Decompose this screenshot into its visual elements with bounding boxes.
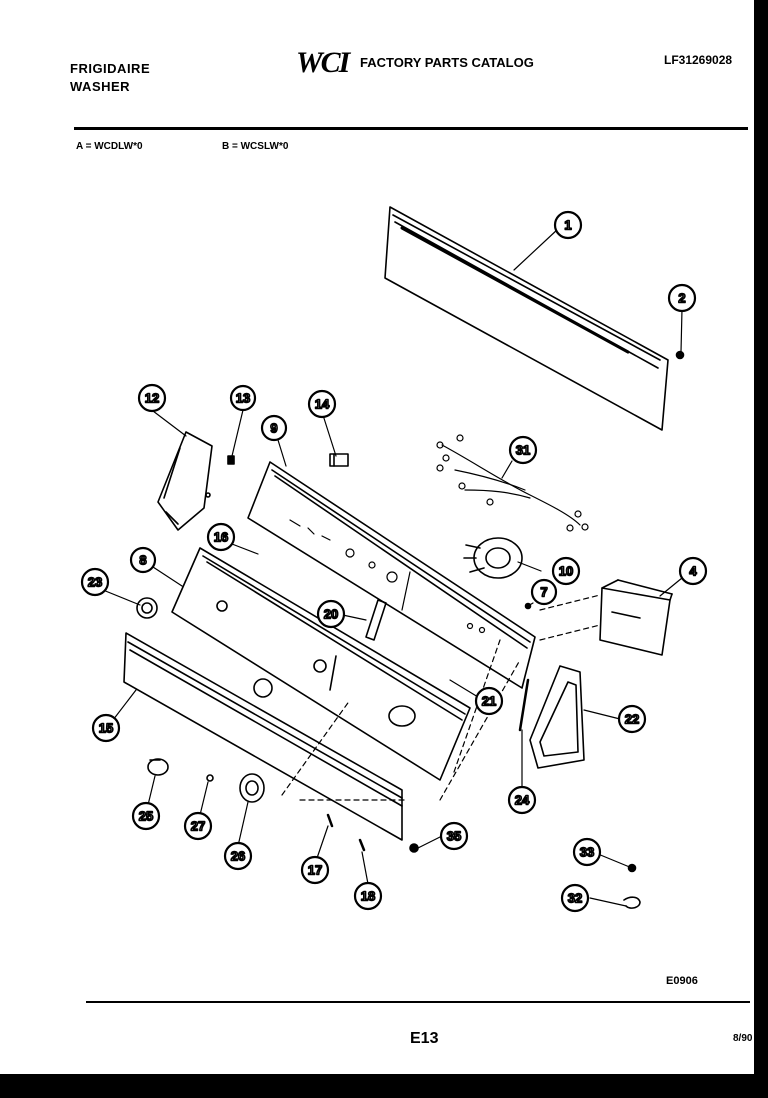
header-rule <box>74 127 748 130</box>
part-23b-knob <box>253 678 273 698</box>
callout-label: 23 <box>88 575 102 590</box>
callout-25: 25 <box>131 801 161 831</box>
callout-7: 7 <box>530 578 558 606</box>
callout-label: 12 <box>145 391 159 406</box>
callout-label: 2 <box>678 291 685 306</box>
callout-22: 22 <box>617 704 647 734</box>
brand-name: FRIGIDAIRE <box>70 61 151 76</box>
callout-15: 15 <box>91 713 121 743</box>
callout-14: 14 <box>307 389 337 419</box>
part-front-console <box>171 547 471 781</box>
catalog-number: LF31269028 <box>664 53 733 67</box>
callout-label: 33 <box>580 845 594 860</box>
model-b-label: B = WCSLW*0 <box>222 141 289 152</box>
callout-32: 32 <box>560 883 590 913</box>
callout-label: 35 <box>447 829 461 844</box>
part-14-clip <box>329 453 349 467</box>
callout-label: 15 <box>99 721 113 736</box>
callout-label: 31 <box>516 443 530 458</box>
footer-rule <box>86 1001 750 1003</box>
part-22-bracket <box>529 665 585 769</box>
callout-label: 25 <box>139 809 153 824</box>
callout-13: 13 <box>229 384 257 412</box>
callout-label: 16 <box>214 530 228 545</box>
leader-lines <box>102 228 683 907</box>
callout-20: 20 <box>316 599 346 629</box>
callout-9: 9 <box>260 414 288 442</box>
assembly-guides <box>281 594 601 801</box>
callout-27: 27 <box>183 811 213 841</box>
callout-label: 24 <box>515 793 530 808</box>
callout-35: 35 <box>439 821 469 851</box>
callout-label: 22 <box>625 712 639 727</box>
part-top-panel <box>384 206 685 431</box>
part-25-button <box>147 758 169 776</box>
callout-23: 23 <box>80 567 110 597</box>
callout-17: 17 <box>300 855 330 885</box>
catalog-title: FACTORY PARTS CATALOG <box>360 55 534 70</box>
page-number: E13 <box>410 1030 439 1047</box>
callout-21: 21 <box>474 686 504 716</box>
callout-18: 18 <box>353 881 383 911</box>
callout-12: 12 <box>137 383 167 413</box>
revision-date: 8/90 <box>733 1033 753 1044</box>
callout-label: 8 <box>139 553 146 568</box>
callout-1: 1 <box>553 210 583 240</box>
callout-33: 33 <box>572 837 602 867</box>
part-27-clip <box>206 774 214 782</box>
callout-label: 27 <box>191 819 205 834</box>
scan-edge-bottom <box>0 1074 768 1098</box>
callout-label: 26 <box>231 849 245 864</box>
callout-label: 32 <box>568 891 582 906</box>
part-13-clip <box>227 455 235 465</box>
callout-label: 17 <box>308 863 322 878</box>
scan-edge-right <box>754 0 768 1098</box>
part-32-clip <box>623 896 641 909</box>
part-24-rod <box>518 678 530 732</box>
part-wire-harness <box>436 434 589 532</box>
callout-label: 18 <box>361 889 375 904</box>
callout-4: 4 <box>678 556 708 586</box>
callout-label: 10 <box>559 564 573 579</box>
part-trim-strip <box>123 632 403 841</box>
callout-24: 24 <box>507 785 537 815</box>
callout-16: 16 <box>206 522 236 552</box>
callout-8: 8 <box>129 546 157 574</box>
part-20-bar <box>365 599 387 641</box>
callout-label: 1 <box>564 218 571 233</box>
callout-label: 21 <box>482 694 496 709</box>
callout-10: 10 <box>551 556 581 586</box>
callout-label: 4 <box>689 564 697 579</box>
callout-2: 2 <box>667 283 697 313</box>
wci-logo: WCI <box>296 46 350 79</box>
part-side-bracket <box>157 431 213 531</box>
callout-31: 31 <box>508 435 538 465</box>
callout-26: 26 <box>223 841 253 871</box>
part-35-screw <box>409 843 419 853</box>
part-timer <box>463 537 523 579</box>
part-control-panel <box>247 461 536 689</box>
part-18-screw <box>358 838 366 852</box>
part-23-knob <box>136 597 158 619</box>
model-a-label: A = WCDLW*0 <box>76 141 143 152</box>
product-type: WASHER <box>70 79 131 94</box>
diagram-code: E0906 <box>666 975 698 987</box>
part-17-screw <box>326 813 334 828</box>
callout-label: 14 <box>315 397 330 412</box>
part-26-seal <box>239 773 265 803</box>
brand-block: FRIGIDAIRE WASHER <box>70 60 150 96</box>
callout-label: 7 <box>540 585 547 600</box>
callout-label: 13 <box>236 391 250 406</box>
callout-label: 9 <box>270 421 277 436</box>
callout-label: 20 <box>324 607 338 622</box>
part-switch <box>599 579 673 656</box>
